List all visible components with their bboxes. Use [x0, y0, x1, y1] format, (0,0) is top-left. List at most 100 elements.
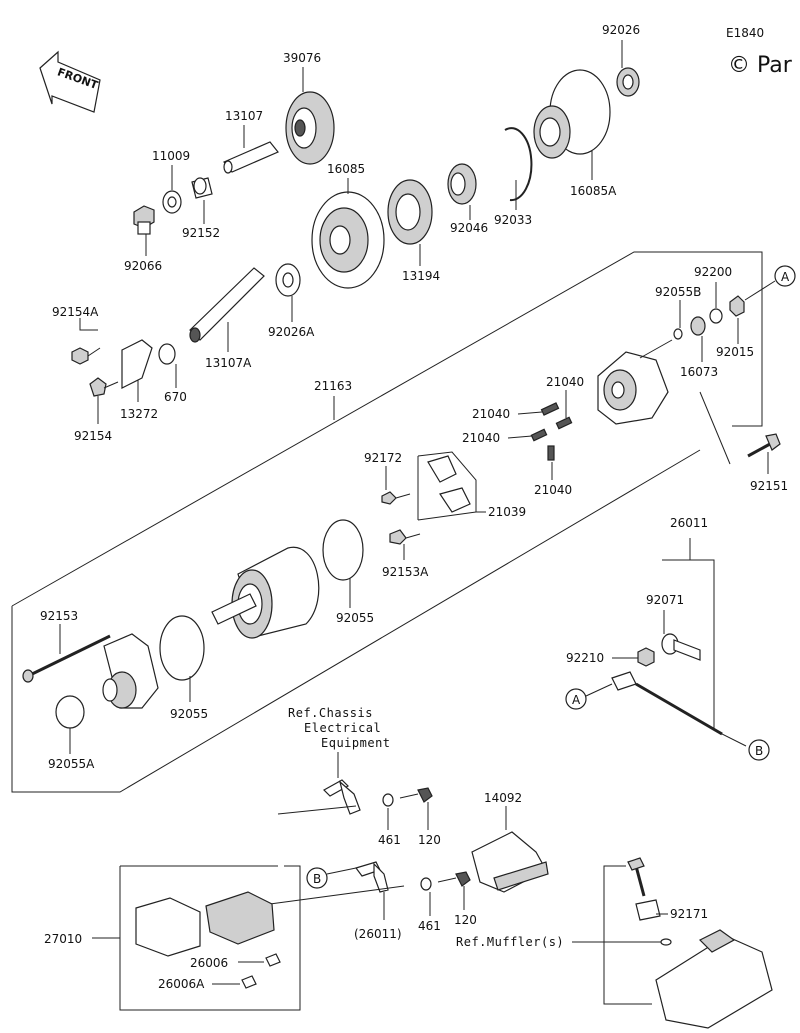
label-92046: 92046 [450, 221, 488, 235]
callout-a-top-label: A [781, 270, 790, 284]
label-13272: 13272 [120, 407, 158, 421]
clutch-13194-icon [387, 179, 433, 245]
label-92055-upper: 92055 [336, 611, 374, 625]
bolt-92171-icon [627, 857, 661, 921]
muffler-body-icon [655, 929, 773, 1029]
label-13194: 13194 [402, 269, 440, 283]
label-11009: 11009 [152, 149, 190, 163]
gear-16085-icon [311, 191, 385, 289]
label-16085: 16085 [327, 162, 365, 176]
label-13107a: 13107A [205, 356, 252, 370]
label-21163: 21163 [314, 379, 352, 393]
shaft-13107a-icon [189, 267, 265, 343]
bolt-92154a-icon [71, 347, 101, 365]
oring-92055-lower-icon [159, 615, 205, 681]
label-21039: 21039 [488, 505, 526, 519]
label-92200: 92200 [694, 265, 732, 279]
washer-11009-icon [162, 190, 182, 214]
plug-92066-icon [133, 205, 155, 235]
ref-chassis-line3: Equipment [321, 736, 391, 750]
oring-92055b-icon [673, 328, 683, 340]
label-21040-b: 21040 [546, 375, 584, 389]
end-cover-icon [597, 351, 669, 425]
label-92055-lower: 92055 [170, 707, 208, 721]
callout-b-right-label: B [755, 744, 763, 758]
screw-92153a-icon [389, 529, 421, 545]
washer-461-upper-icon [382, 793, 394, 807]
washer-92200-icon [709, 308, 723, 324]
bolt-92154-icon [89, 377, 119, 397]
nut-92015-icon [729, 295, 745, 317]
label-21040-c: 21040 [462, 431, 500, 445]
label-120-upper: 120 [418, 833, 441, 847]
callout-b-lower-label: B [313, 872, 321, 886]
bushing-16073-icon [690, 316, 706, 336]
label-92151: 92151 [750, 479, 788, 493]
nut-92210-icon [637, 647, 655, 667]
collar-92152-icon [191, 177, 213, 199]
label-92210: 92210 [566, 651, 604, 665]
screw-92172-icon [381, 491, 411, 505]
label-39076: 39076 [283, 51, 321, 65]
label-14092: 14092 [484, 791, 522, 805]
front-cover-icon [102, 633, 159, 709]
label-92172: 92172 [364, 451, 402, 465]
callout-a-lower [565, 688, 587, 710]
relay-cover-14092-icon [471, 831, 549, 893]
ref-chassis-line1: Ref.Chassis [288, 706, 373, 720]
ref-chassis-line2: Electrical [304, 721, 381, 735]
label-92066: 92066 [124, 259, 162, 273]
diagram-code: E1840 [726, 26, 764, 40]
screw-120-upper-icon [399, 787, 433, 803]
label-92026: 92026 [602, 23, 640, 37]
label-92153: 92153 [40, 609, 78, 623]
motor-yoke-icon [211, 546, 320, 639]
copyright-text: © Par [728, 53, 793, 78]
cable-group-26011-frame [662, 559, 747, 747]
callout-b-lower [306, 867, 328, 889]
callout-a-lower-label: A [572, 693, 581, 707]
starter-cable-icon [611, 671, 723, 736]
brush-holder-21039-icon [427, 455, 471, 513]
wire-lower-icon [355, 861, 389, 893]
muffler-group-frame [603, 865, 652, 1005]
assembly-21163-frame [11, 251, 763, 607]
front-direction-icon: FRONT [39, 50, 101, 113]
label-92171: 92171 [670, 907, 708, 921]
label-92015: 92015 [716, 345, 754, 359]
label-92153a: 92153A [382, 565, 429, 579]
label-13107: 13107 [225, 109, 263, 123]
label-26006a: 26006A [158, 977, 205, 991]
springs-21040-icon [530, 402, 573, 461]
bolt-92151-icon [747, 433, 781, 458]
shaft-13107-icon [223, 141, 279, 174]
label-92055b: 92055B [655, 285, 701, 299]
label-26011: 26011 [670, 516, 708, 530]
washer-92026a-icon [275, 263, 301, 297]
label-26011-ref: (26011) [354, 927, 402, 941]
gear-39076-icon [285, 91, 335, 165]
bearing-92046-icon [447, 163, 477, 205]
callout-a-top [774, 265, 796, 287]
fuse-26006a-icon [241, 975, 257, 989]
label-26006: 26006 [190, 956, 228, 970]
gear-16085a-icon [533, 69, 611, 159]
label-92154a: 92154A [52, 305, 99, 319]
oring-92055-upper-icon [322, 519, 364, 581]
label-92154: 92154 [74, 429, 112, 443]
washer-92026-icon [616, 67, 640, 97]
screw-120-lower-icon [437, 871, 471, 887]
label-16085a: 16085A [570, 184, 617, 198]
oring-670-icon [158, 343, 176, 365]
label-461-upper: 461 [378, 833, 401, 847]
relay-27010-icon [135, 891, 275, 957]
label-92026a: 92026A [268, 325, 315, 339]
ref-muffler-label: Ref.Muffler(s) [456, 935, 564, 949]
circlip-92033-icon [504, 127, 533, 202]
callout-b-right [748, 739, 770, 761]
relay-box-27010-frame [119, 865, 301, 1011]
label-21040-d: 21040 [534, 483, 572, 497]
label-27010: 27010 [44, 932, 82, 946]
label-92055a: 92055A [48, 757, 95, 771]
